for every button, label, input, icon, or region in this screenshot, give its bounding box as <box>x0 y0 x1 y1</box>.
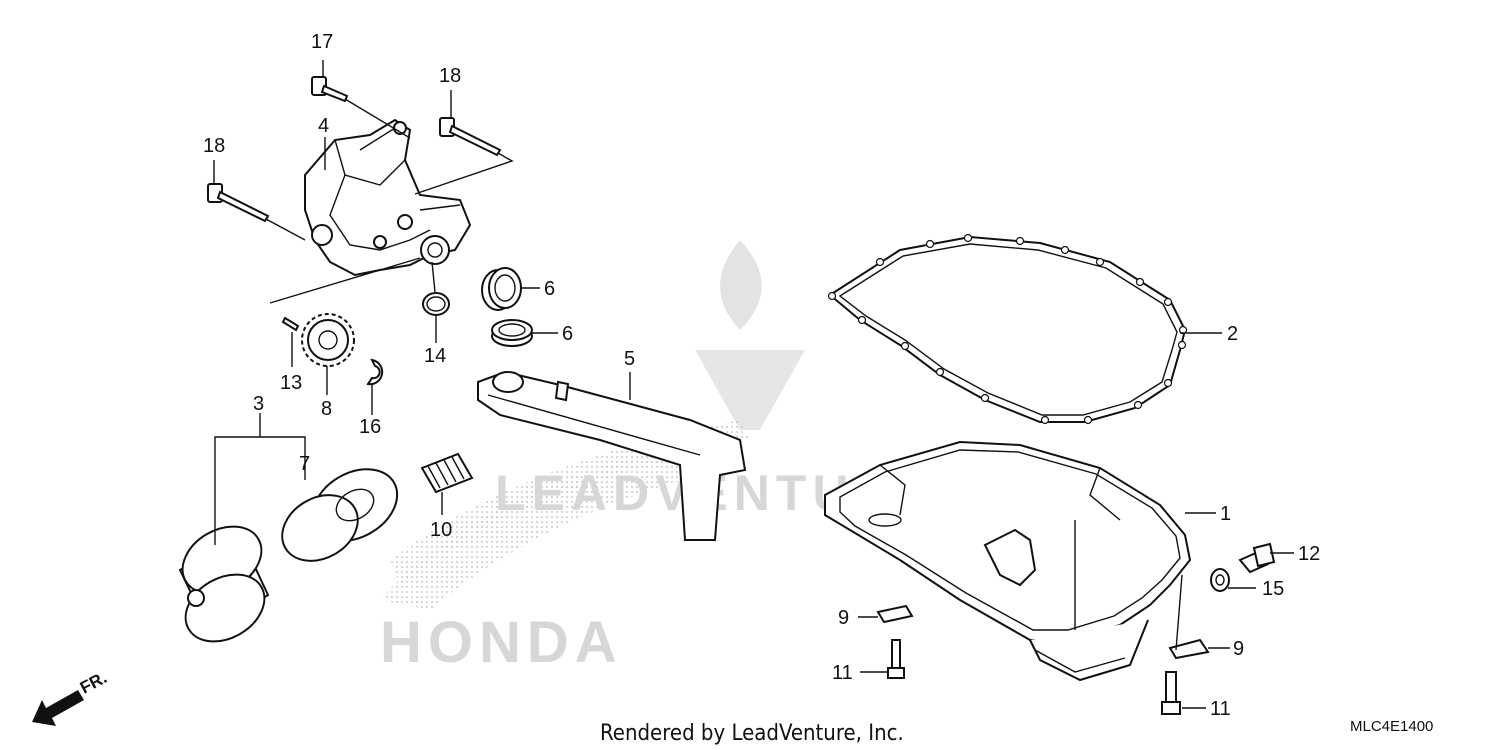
callout-17: 17 <box>311 31 333 53</box>
callout-3: 3 <box>253 393 264 415</box>
bolt-11-left <box>887 639 905 679</box>
diagram-code: MLC4E1400 <box>1350 718 1433 735</box>
callout-9-left: 9 <box>838 607 849 629</box>
seal-6-lower <box>491 319 533 347</box>
oil-pump-assembly <box>304 118 472 277</box>
oil-filter-element-7 <box>281 468 399 562</box>
circlip-16 <box>366 358 384 386</box>
seal-6-upper <box>481 267 522 311</box>
plate-9-left <box>876 604 914 624</box>
honda-wing-logo <box>380 440 720 610</box>
callout-labels: 17 18 18 4 6 6 5 2 1 12 15 9 9 11 11 13 … <box>203 31 1320 720</box>
drain-bolt-12 <box>1238 542 1276 574</box>
bolt-18-right <box>414 117 514 195</box>
plate-9-right <box>1168 574 1210 660</box>
bolt-17 <box>311 76 411 139</box>
washer-15 <box>1210 568 1230 592</box>
bolt-11-right <box>1161 671 1181 715</box>
dowel-pin-13 <box>281 316 300 332</box>
sprocket-8 <box>301 313 355 367</box>
callout-1: 1 <box>1220 503 1231 525</box>
callout-12: 12 <box>1298 543 1320 565</box>
callout-6-upper: 6 <box>544 278 555 300</box>
rendered-by-credit: Rendered by LeadVenture, Inc. <box>600 721 904 746</box>
watermark-honda-text: HONDA <box>380 610 623 675</box>
front-direction-arrow: FR. <box>32 668 110 726</box>
leader-lines <box>213 60 1294 709</box>
callout-8: 8 <box>321 398 332 420</box>
oil-filter-3 <box>178 525 270 643</box>
callout-18-left: 18 <box>203 135 225 157</box>
callout-2: 2 <box>1227 323 1238 345</box>
callout-14: 14 <box>424 345 446 367</box>
callout-5: 5 <box>624 348 635 370</box>
gasket-2 <box>827 233 1188 425</box>
oil-pan-1 <box>824 440 1192 682</box>
bolt-18-left <box>207 183 306 241</box>
callout-11-right: 11 <box>1210 698 1231 720</box>
watermark-flame-icon <box>720 240 762 330</box>
callout-6-lower: 6 <box>562 323 573 345</box>
callout-4: 4 <box>318 115 329 137</box>
callout-9-right: 9 <box>1233 638 1244 660</box>
callout-10: 10 <box>430 519 452 541</box>
callout-7: 7 <box>299 453 310 475</box>
pipe-10 <box>420 452 474 494</box>
callout-15: 15 <box>1262 578 1284 600</box>
callout-11-left: 11 <box>832 662 853 684</box>
watermark-v-icon <box>695 350 805 430</box>
front-indicator-label: FR. <box>77 668 110 698</box>
oil-strainer-5 <box>477 370 747 541</box>
o-ring-14 <box>422 261 450 316</box>
callout-13: 13 <box>280 372 302 394</box>
callout-18-right: 18 <box>439 65 461 87</box>
callout-16: 16 <box>359 416 381 438</box>
front-arrow-icon <box>32 690 84 726</box>
